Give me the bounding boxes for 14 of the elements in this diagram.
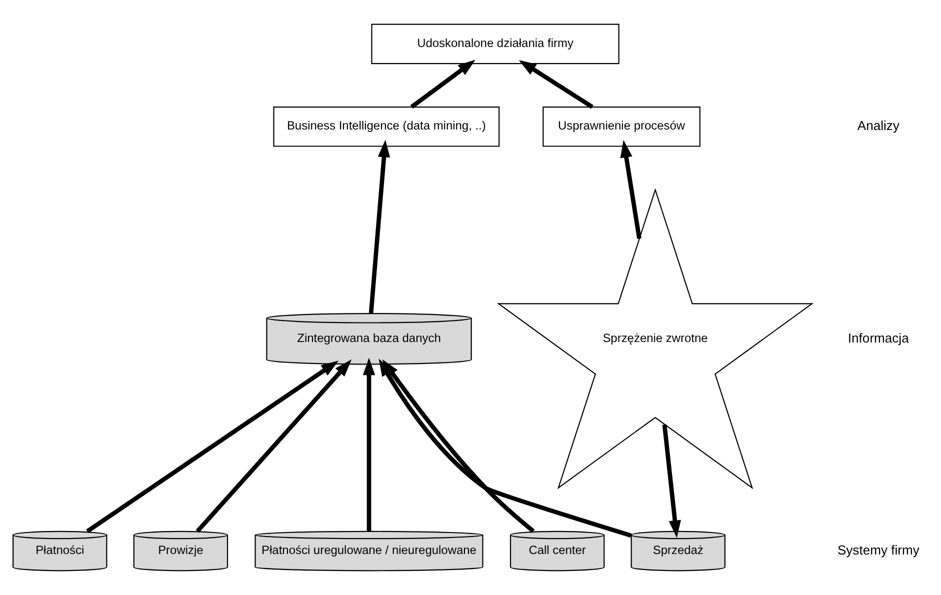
node-box: Business Intelligence (data mining, ..) xyxy=(273,106,500,147)
arrow xyxy=(410,60,476,109)
arrow xyxy=(196,359,352,533)
label: Systemy firmy xyxy=(837,542,920,558)
label: Analizy xyxy=(857,118,900,134)
arrow xyxy=(662,424,681,538)
node-box: Usprawnienie procesów xyxy=(542,106,700,147)
arrow xyxy=(362,358,376,532)
arrow xyxy=(620,140,642,239)
arrow xyxy=(86,360,339,534)
arrow xyxy=(518,60,594,109)
node-box: Udoskonalone działania firmy xyxy=(371,24,620,64)
arrow xyxy=(368,140,390,314)
label: Informacja xyxy=(848,330,909,346)
